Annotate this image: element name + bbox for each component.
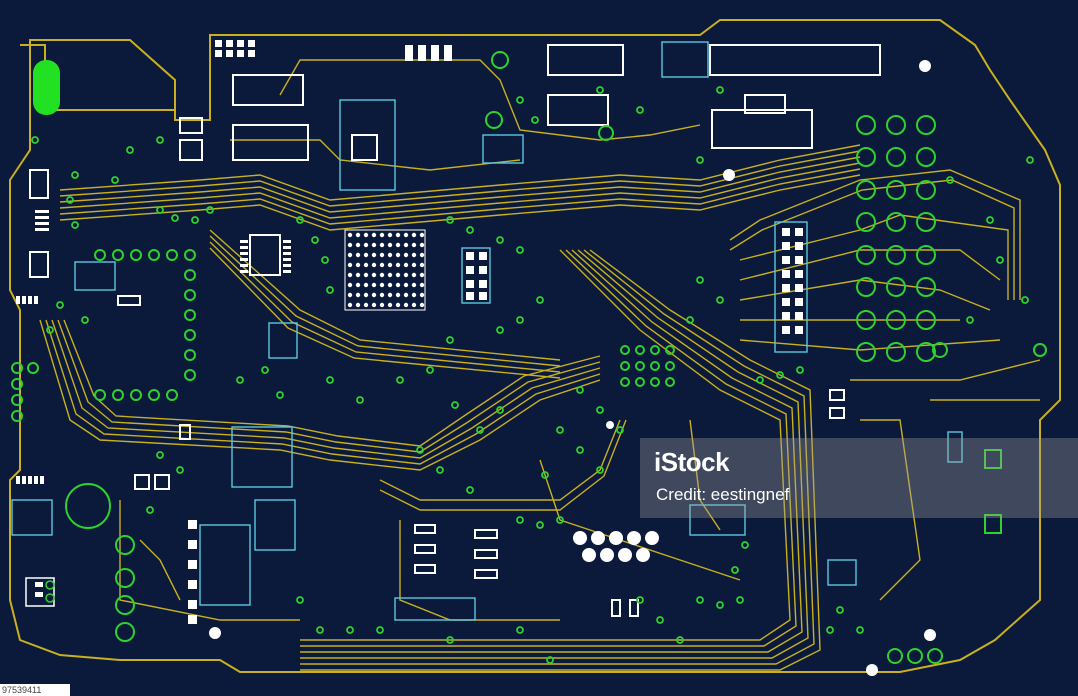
components <box>29 44 881 617</box>
pad-arrays <box>11 41 857 621</box>
edge-connector <box>25 577 55 607</box>
watermark-credit: Credit: eestingnef <box>656 485 790 504</box>
signal-traces <box>39 59 1041 671</box>
smd-pads <box>16 40 803 624</box>
status-led <box>33 60 60 115</box>
white-pads <box>209 60 936 676</box>
through-hole-rings <box>11 51 1047 664</box>
stock-id-label: 97539411 <box>0 684 70 696</box>
vias <box>31 86 1034 664</box>
bga-chip <box>344 229 426 311</box>
watermark-band <box>640 438 1078 518</box>
watermark-brand: iStock <box>654 447 730 477</box>
connector-pads <box>947 431 1002 534</box>
